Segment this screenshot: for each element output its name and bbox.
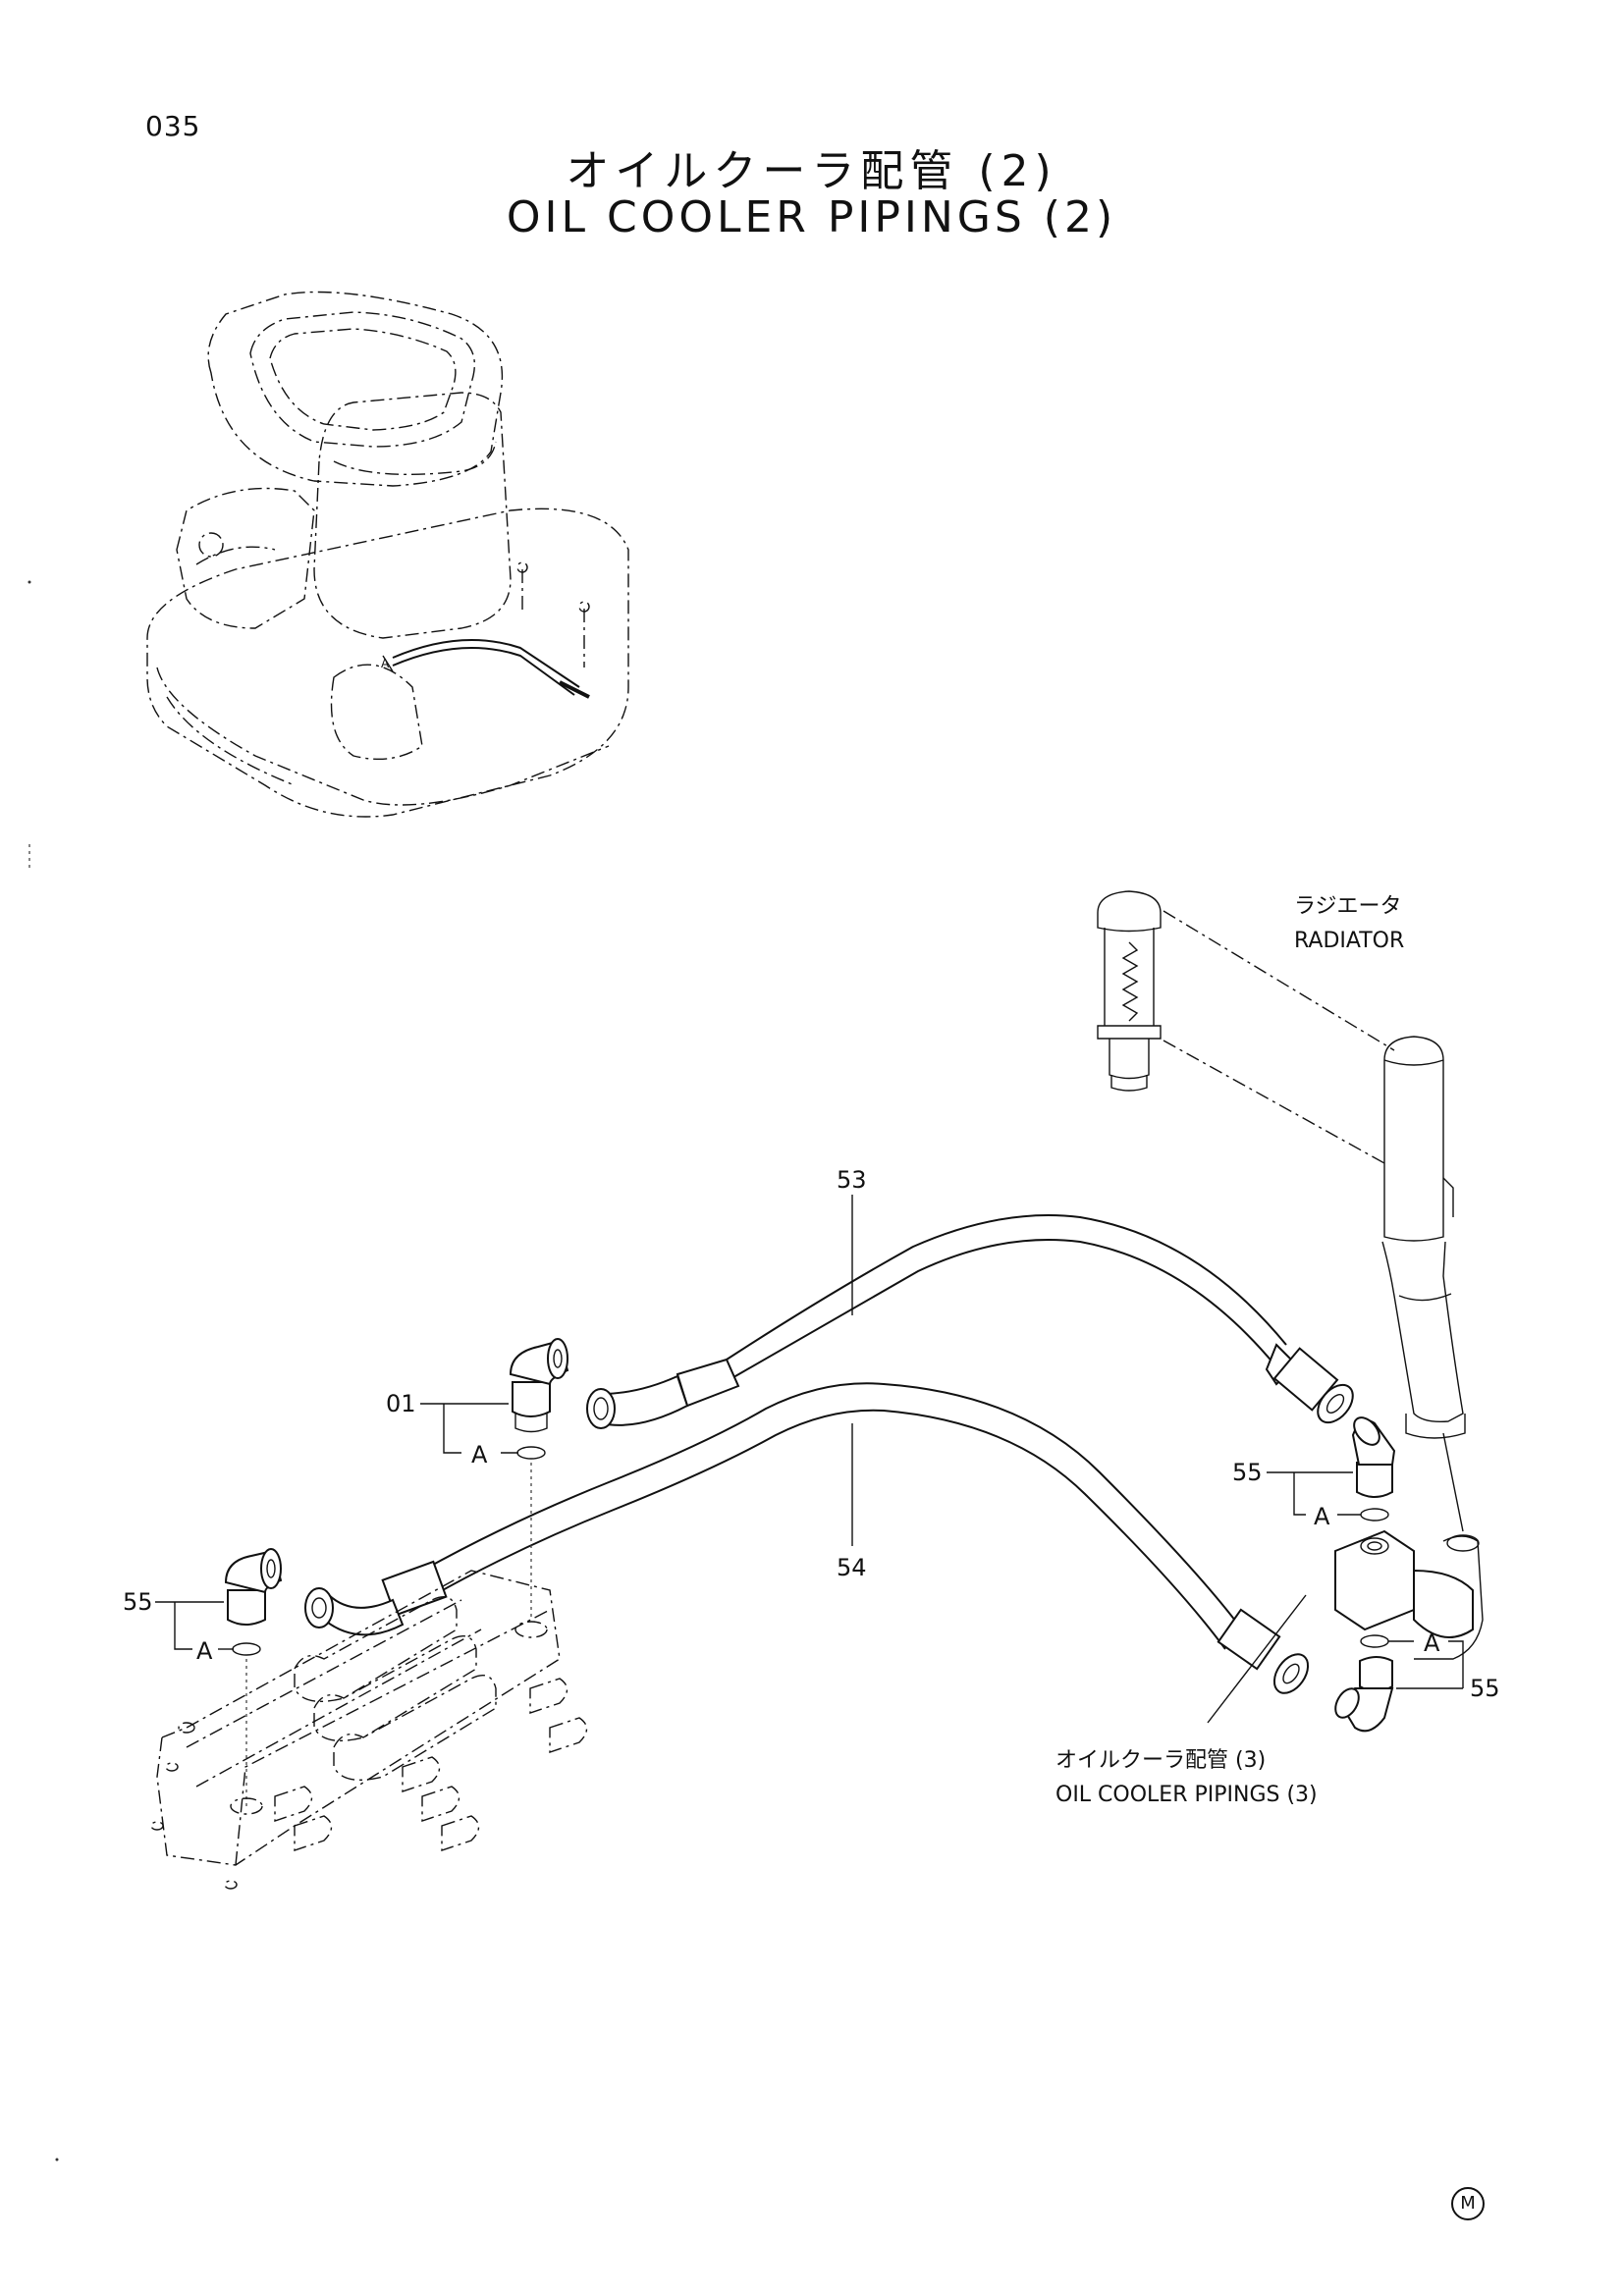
- callout-a-01: A: [471, 1441, 488, 1468]
- manual-marker-circle: M: [1451, 2187, 1485, 2220]
- reference-label-japanese: オイルクーラ配管 (3): [1055, 1748, 1266, 1773]
- radiator-label-english: RADIATOR: [1294, 929, 1404, 953]
- machine-overview-illustration: A: [146, 291, 629, 818]
- part-number-55-left: 55: [123, 1588, 153, 1616]
- leader-lines: [155, 1195, 1464, 1724]
- hose-54: [304, 1382, 1310, 1694]
- callout-a-55-right-upper: A: [1314, 1503, 1330, 1530]
- part-number-55-right-lower: 55: [1470, 1675, 1500, 1702]
- part-number-54: 54: [837, 1554, 867, 1581]
- elbow-fitting-55-right-upper: [1351, 1416, 1396, 1522]
- part-number-53: 53: [837, 1166, 867, 1194]
- elbow-fitting-55-right-lower: [1334, 1634, 1394, 1733]
- part-number-55-right-upper: 55: [1232, 1459, 1263, 1486]
- callout-a-55-right-lower: A: [1424, 1629, 1440, 1657]
- reference-label-english: OIL COOLER PIPINGS (3): [1055, 1783, 1318, 1807]
- page-number: 035: [145, 110, 201, 142]
- page-title-japanese: オイルクーラ配管 (2): [566, 146, 1057, 196]
- junction-block: [1334, 1529, 1474, 1638]
- elbow-fitting-55-left: [224, 1548, 283, 1806]
- svg-text:A: A: [381, 657, 390, 670]
- callout-a-55-left: A: [196, 1637, 213, 1665]
- elbow-fitting-01: [509, 1338, 569, 1620]
- radiator-illustration: [1097, 890, 1484, 1660]
- hose-53: [586, 1214, 1354, 1429]
- control-valve-illustration: [150, 1570, 588, 1890]
- part-number-01: 01: [386, 1390, 416, 1417]
- page-title-english: OIL COOLER PIPINGS (2): [506, 192, 1117, 242]
- radiator-label-japanese: ラジエータ: [1294, 894, 1402, 919]
